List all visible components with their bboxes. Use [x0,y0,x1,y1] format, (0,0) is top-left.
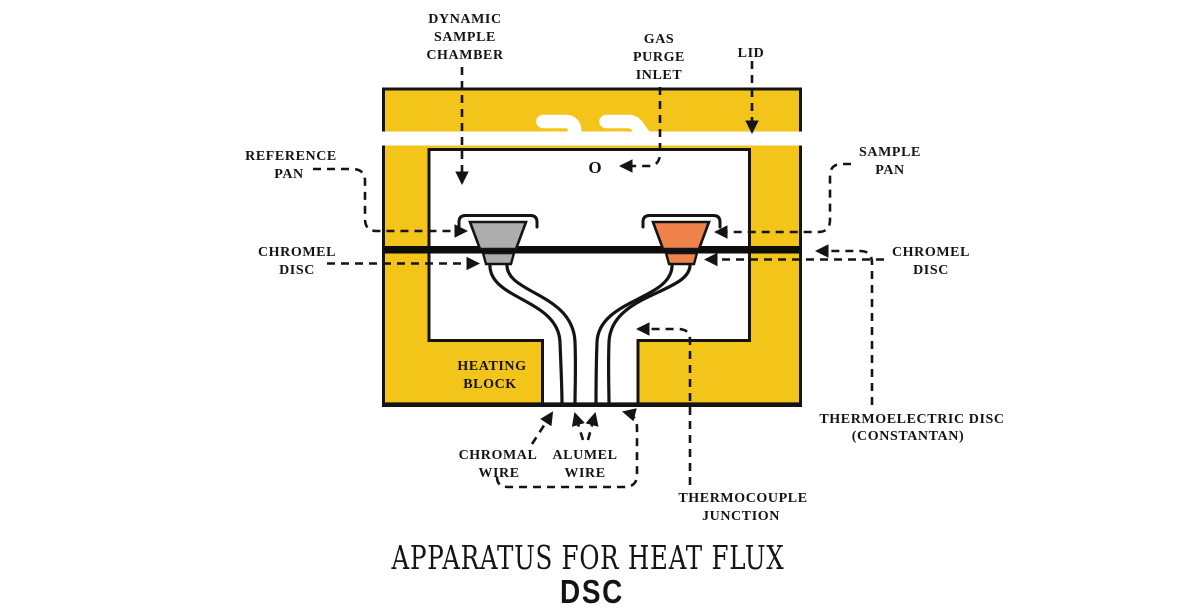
sample-pan-lid-bracket [641,214,722,229]
label-dynamic-sample-chamber-2: SAMPLE [434,30,496,45]
leader-wire-loop [495,408,639,489]
sample-pan [651,220,711,251]
reference-pan-chromel-disc [481,251,516,266]
label-gas-purge-inlet-2: PURGE [633,50,685,65]
thermocouple-wires [488,262,692,406]
label-chromel-disc-right-1: CHROMEL [892,245,970,260]
label-chromal-wire-1: CHROMAL [459,448,538,463]
leader-sample-pan [713,162,851,239]
leader-alumel-wire-left [571,412,585,441]
label-chromal-wire-2: WIRE [478,466,519,481]
label-gas-purge-inlet-1: GAS [644,32,675,47]
reference-pan [468,220,528,251]
label-sample-pan-1: SAMPLE [859,145,921,160]
label-dynamic-sample-chamber-1: DYNAMIC [428,12,501,27]
sample-wire-inner [594,262,674,406]
label-alumel-wire-2: WIRE [564,466,605,481]
label-thermocouple-junction-1: THERMOCOUPLE [678,491,807,506]
gas-inlet-opening-marker: O [588,158,601,177]
label-thermoelectric-disc-1: THERMOELECTRIC DISC [819,412,1004,427]
leader-reference-pan [313,167,469,238]
leader-thermoelectric-disc [814,244,874,405]
label-chromel-disc-left-1: CHROMEL [258,245,336,260]
gas-baffle-left [376,114,582,146]
leader-thermocouple-junction [635,322,692,485]
title-line-2: DSC [560,573,624,610]
label-sample-pan-2: PAN [875,163,905,178]
leader-gas-purge-inlet [618,87,662,173]
label-alumel-wire-1: ALUMEL [552,448,617,463]
thermoelectric-disc-line [383,246,801,254]
label-heating-block-2: BLOCK [463,377,517,392]
label-thermoelectric-disc-2: (CONSTANTAN) [852,429,964,444]
label-thermocouple-junction-2: JUNCTION [702,509,780,524]
gas-baffle-right [599,114,809,146]
annotation-labels: DYNAMIC SAMPLE CHAMBER GAS PURGE INLET L… [245,12,1004,524]
reference-pan-lid-bracket [457,214,539,229]
diagram-title: APPARATUS FOR HEAT FLUX DSC [391,538,785,610]
sample-pan-chromel-disc [664,251,699,266]
label-chromel-disc-right-2: DISC [913,263,949,278]
label-gas-purge-inlet-3: INLET [636,68,683,83]
label-chromel-disc-left-2: DISC [279,263,315,278]
leader-chromal-wire [530,411,554,445]
label-heating-block-1: HEATING [457,359,526,374]
sample-wire-outer [606,262,692,406]
leader-alumel-wire-right [585,412,599,441]
title-line-1: APPARATUS FOR HEAT FLUX [391,538,785,577]
reference-wire-inner [505,262,578,406]
label-reference-pan-2: PAN [274,167,304,182]
reference-wire-outer [488,262,564,406]
label-lid: LID [738,46,765,61]
label-reference-pan-1: REFERENCE [245,149,337,164]
label-dynamic-sample-chamber-3: CHAMBER [426,48,504,63]
